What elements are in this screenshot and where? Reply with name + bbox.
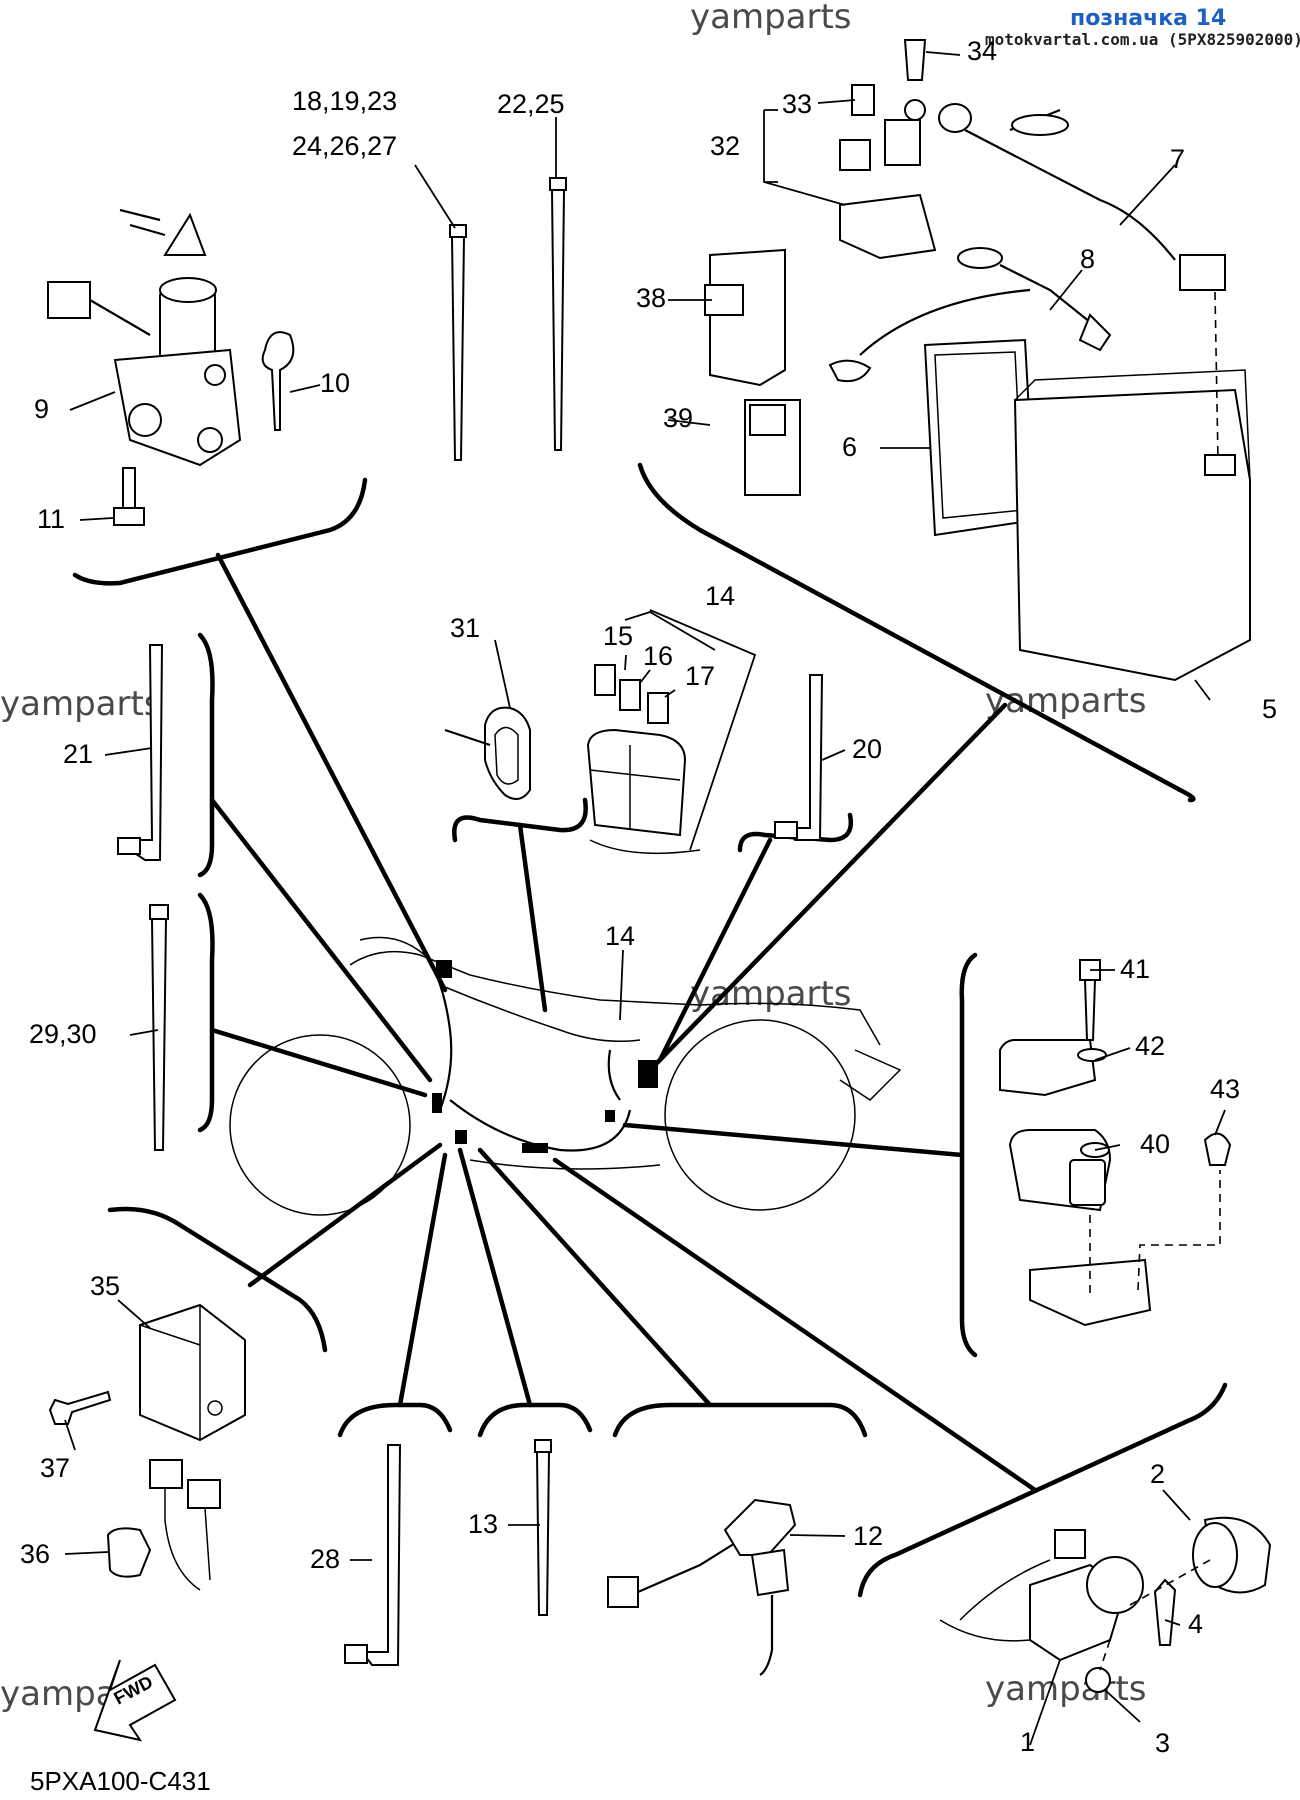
- callout-37: 37: [40, 1453, 70, 1483]
- callout-14-bike: 14: [605, 921, 635, 951]
- callout-28: 28: [310, 1544, 340, 1574]
- callout-42: 42: [1135, 1031, 1165, 1061]
- callout-labels: 1 2 3 4 5 6 7 8 9 10 11 12 13 14 14 15 1…: [20, 36, 1277, 1758]
- callout-17: 17: [685, 661, 715, 691]
- sensor-assembly: [999, 959, 1232, 1327]
- fuse-block-assembly: [586, 609, 757, 855]
- callout-4: 4: [1188, 1609, 1203, 1639]
- handlebar-switch-assembly: [939, 1516, 1272, 1693]
- callout-6: 6: [842, 432, 857, 462]
- callout-9: 9: [34, 394, 49, 424]
- callout-24-26-27: 24,26,27: [292, 131, 397, 161]
- callout-10: 10: [320, 368, 350, 398]
- header-tag: позначка 14: [1070, 6, 1226, 31]
- callout-29-30: 29,30: [29, 1019, 97, 1049]
- callout-38: 38: [636, 283, 666, 313]
- callout-7: 7: [1170, 144, 1185, 174]
- callout-3: 3: [1155, 1728, 1170, 1758]
- group-leaders: [209, 552, 1038, 1493]
- main-switch-assembly: [47, 208, 295, 526]
- igniter-assembly: [48, 1303, 246, 1591]
- cable-ties-side: [117, 644, 824, 1151]
- callout-39: 39: [663, 403, 693, 433]
- callout-36: 36: [20, 1539, 50, 1569]
- callout-22-25: 22,25: [497, 89, 565, 119]
- callout-13: 13: [468, 1509, 498, 1539]
- callout-31: 31: [450, 613, 480, 643]
- coupler-holder: [444, 706, 531, 800]
- motorcycle-outline: [229, 936, 902, 1216]
- callout-43: 43: [1210, 1074, 1240, 1104]
- callout-5: 5: [1262, 694, 1277, 724]
- callout-8: 8: [1080, 244, 1095, 274]
- callout-16: 16: [643, 641, 673, 671]
- callout-1: 1: [1020, 1727, 1035, 1757]
- watermark: yamparts: [690, 974, 852, 1014]
- callout-15: 15: [603, 621, 633, 651]
- header-site: motokvartal.com.ua (5PX825902000): [985, 30, 1300, 49]
- cable-tie-13: [534, 1439, 552, 1616]
- cable-tie-28: [344, 1444, 402, 1666]
- switch-12-assembly: [607, 1498, 797, 1676]
- callout-35: 35: [90, 1271, 120, 1301]
- diagram-code: 5PXA100-C431: [30, 1766, 211, 1796]
- callout-11: 11: [37, 504, 65, 534]
- callout-32: 32: [710, 131, 740, 161]
- callout-20: 20: [852, 734, 882, 764]
- watermark: yamparts: [690, 0, 852, 37]
- callout-12: 12: [853, 1521, 883, 1551]
- callout-41: 41: [1120, 954, 1150, 984]
- callout-34: 34: [967, 36, 997, 66]
- watermark: yamparts: [985, 1669, 1147, 1709]
- callout-18-19-23: 18,19,23: [292, 86, 397, 116]
- callout-21: 21: [63, 739, 93, 769]
- watermark: yamparts: [0, 684, 162, 724]
- callout-leaders: [64, 51, 1226, 1746]
- callout-2: 2: [1150, 1459, 1165, 1489]
- cable-ties-top: [449, 177, 567, 461]
- group-brackets: [72, 462, 1228, 1598]
- forward-arrow-icon: FWD: [93, 1659, 177, 1742]
- watermark: yamparts: [985, 681, 1147, 721]
- callout-33: 33: [782, 89, 812, 119]
- callout-14-top: 14: [705, 581, 735, 611]
- battery-relay-assembly: [704, 39, 1251, 682]
- callout-40: 40: [1140, 1129, 1170, 1159]
